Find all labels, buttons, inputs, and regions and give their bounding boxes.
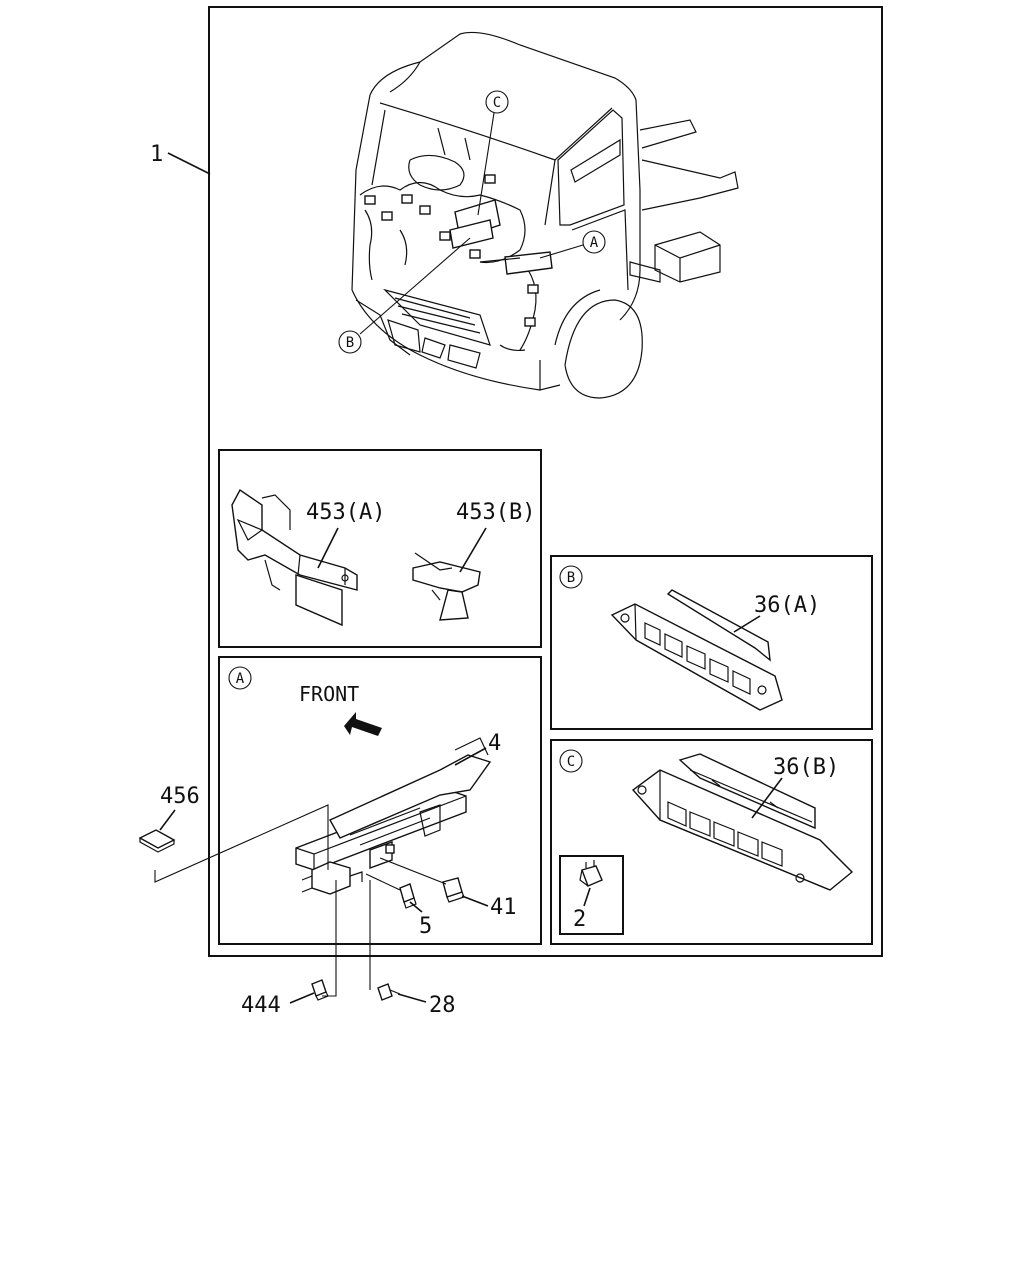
fuse-holder-36a-drawing: [610, 589, 783, 711]
leader-5-a: [365, 873, 401, 891]
callout-444: 444: [241, 993, 281, 1018]
leader-36a: [733, 615, 761, 633]
detail-a-ref: A: [228, 666, 252, 690]
leader-41-a: [379, 857, 447, 885]
part-2-inset: [559, 855, 624, 935]
callout-b-circle: B: [338, 330, 362, 354]
callout-5: 5: [419, 914, 432, 939]
callout-453a: 453(A): [306, 500, 385, 525]
leader-453a: [317, 527, 339, 569]
callout-41: 41: [490, 895, 517, 920]
leader-4: [454, 747, 487, 766]
callout-2: 2: [573, 907, 586, 932]
callout-1: 1: [150, 142, 163, 167]
callout-a-circle: A: [582, 230, 606, 254]
callout-28: 28: [429, 993, 456, 1018]
nut-444-drawing: [311, 979, 329, 1001]
callout-36b: 36(B): [773, 755, 839, 780]
svg-text:C: C: [567, 754, 575, 770]
leader-1: [167, 152, 211, 175]
leader-444-drop: [322, 880, 337, 997]
svg-text:A: A: [236, 671, 245, 687]
connector-41-drawing: [442, 877, 465, 903]
leader-28: [397, 993, 427, 1003]
leader-b: [359, 237, 471, 335]
leader-5-b: [409, 901, 423, 913]
front-arrow-icon: [344, 712, 382, 736]
svg-text:A: A: [590, 235, 599, 251]
bolt-28-drawing: [377, 983, 401, 1001]
front-label: FRONT: [299, 682, 359, 706]
clip-5-drawing: [399, 883, 417, 909]
leader-444: [289, 992, 315, 1004]
leader-456-link: [154, 804, 329, 883]
svg-text:B: B: [567, 570, 575, 586]
detail-c-panel: [550, 739, 873, 945]
svg-text:B: B: [346, 335, 354, 351]
main-frame: [208, 6, 883, 957]
bracket-453b-drawing: [412, 552, 481, 621]
leader-453b: [459, 527, 487, 573]
leader-a: [539, 244, 584, 259]
callout-456: 456: [160, 784, 200, 809]
relay-bracket-drawing: [295, 737, 492, 895]
detail-c-ref: C: [559, 749, 583, 773]
callout-36a: 36(A): [754, 593, 820, 618]
truck-cab-illustration: [351, 31, 739, 399]
bracket-453a-drawing: [231, 488, 358, 627]
fuse-2-drawing: [579, 860, 603, 887]
callout-453b: 453(B): [456, 500, 535, 525]
detail-a-panel: [218, 656, 542, 945]
leader-2: [583, 887, 591, 907]
callout-4: 4: [488, 731, 501, 756]
svg-text:C: C: [493, 95, 501, 111]
leader-41-b: [461, 895, 489, 907]
fuse-holder-36b-drawing: [631, 753, 854, 891]
pad-456-drawing: [138, 829, 176, 853]
leader-36b: [751, 777, 783, 819]
detail-b-ref: B: [559, 565, 583, 589]
leader-c: [477, 112, 495, 216]
leader-456: [159, 809, 176, 831]
detail-b-panel: [550, 555, 873, 730]
callout-c-circle: C: [485, 90, 509, 114]
bracket-453-panel: [218, 449, 542, 648]
